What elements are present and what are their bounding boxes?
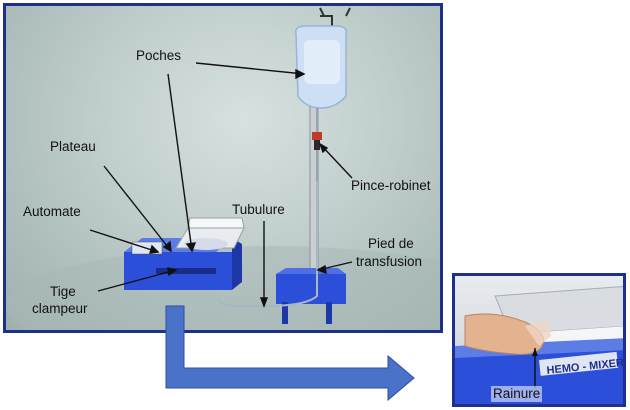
- label-tubulure: Tubulure: [232, 202, 285, 217]
- label-tige-line1: Tige: [50, 284, 76, 299]
- finger: [464, 313, 545, 355]
- label-poches: Poches: [136, 48, 182, 63]
- label-pied-line2: transfusion: [356, 254, 423, 269]
- device-label-plate: [538, 351, 619, 376]
- scene-illustration: [6, 7, 440, 330]
- label-automate: Automate: [23, 204, 81, 219]
- label-pince-robinet: Pince-robinet: [351, 178, 431, 193]
- inset-detail-panel: HEMO - MIXER Rainure: [452, 273, 626, 407]
- blood-bag: [294, 25, 348, 109]
- label-plateau: Plateau: [50, 139, 96, 154]
- pince-robinet-clamp: [312, 132, 322, 140]
- inset-illustration: HEMO - MIXER: [455, 285, 623, 404]
- label-rainure: Rainure: [491, 386, 543, 402]
- label-tige-line2: clampeur: [32, 301, 88, 316]
- main-scene-panel: Poches Plateau Automate Tubulure Pince-r…: [3, 3, 443, 333]
- label-pied-line1: Pied de: [368, 236, 414, 251]
- tray-plateau: [175, 217, 245, 250]
- leader-lines: [89, 62, 353, 308]
